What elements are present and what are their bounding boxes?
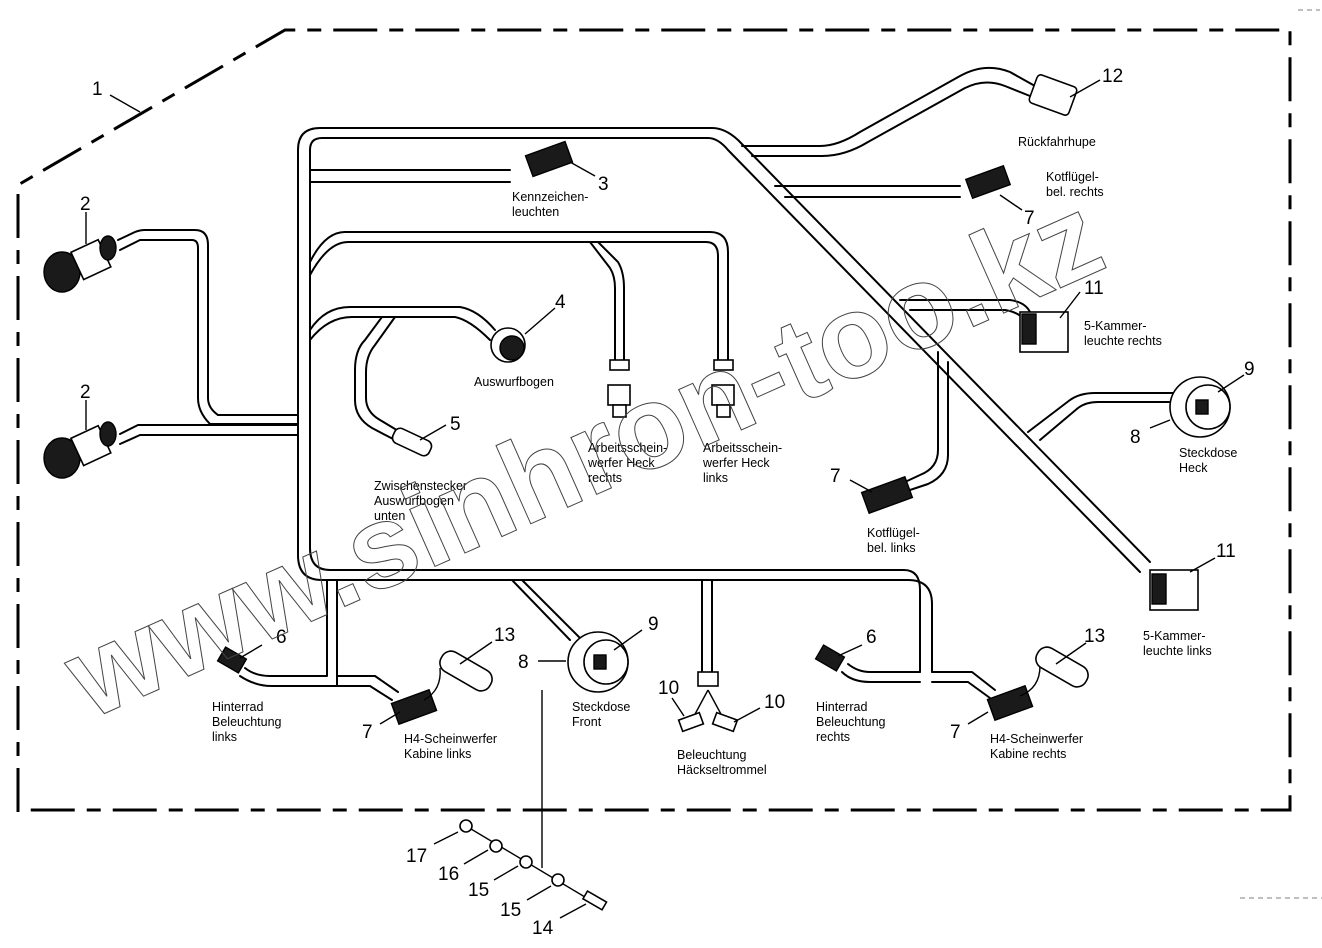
callout-9-heck: 9 [1244, 359, 1255, 380]
callout-5: 5 [450, 414, 461, 435]
connector-7-h4-links [390, 667, 441, 726]
callout-12: 12 [1102, 66, 1123, 87]
callout-10-left: 10 [658, 678, 679, 699]
callout-8-front: 8 [518, 652, 529, 673]
label-haeckseltrommel: Beleuchtung Häckseltrommel [677, 748, 767, 777]
callout-10-right: 10 [764, 692, 785, 713]
label-arbeitsscheinwerfer-rechts: Arbeitsschein- werfer Heck rechts [587, 441, 671, 485]
callout-16: 16 [438, 864, 459, 885]
socket-8-front [567, 631, 629, 693]
callout-7-h4-rechts: 7 [950, 722, 961, 743]
callout-8-heck: 8 [1130, 427, 1141, 448]
callout-7-h4-links: 7 [362, 722, 373, 743]
label-kennzeichenleuchten: Kennzeichen- leuchten [512, 190, 592, 219]
callout-3: 3 [598, 174, 609, 195]
connector-3-kennzeichen [524, 140, 574, 178]
harness-trunk [117, 66, 1181, 701]
connector-6-hinterrad-rechts [814, 644, 846, 672]
connector-7-h4-rechts [986, 665, 1041, 722]
connector-7-kotfluegel-rechts [964, 164, 1012, 200]
part-labels: Kennzeichen- leuchten Auswurfbogen Zwisc… [212, 135, 1241, 777]
connector-12-rueckfahrhupe [1028, 74, 1078, 116]
socket-8-heck [1169, 376, 1231, 438]
label-rueckfahrhupe: Rückfahrhupe [1018, 135, 1096, 149]
lamp-connector-11-links [1149, 569, 1199, 611]
callout-7-kotfluegel-links: 7 [830, 466, 841, 487]
label-5-kammer-rechts: 5-Kammer- leuchte rechts [1084, 319, 1162, 348]
plug-13-h4-rechts [1035, 646, 1089, 688]
callout-4: 4 [555, 292, 566, 313]
callout-15-b: 15 [500, 900, 521, 921]
callout-6-links: 6 [276, 627, 287, 648]
plug-arbeitsscheinwerfer-rechts [607, 359, 631, 418]
label-steckdose-front: Steckdose Front [572, 700, 634, 729]
plug-13-h4-links [439, 650, 493, 692]
connector-6-hinterrad-links [216, 646, 248, 674]
label-auswurfbogen: Auswurfbogen [474, 375, 554, 389]
callout-2-top: 2 [80, 194, 91, 215]
callout-11-links: 11 [1216, 541, 1236, 562]
callouts: 1 2 2 3 4 5 12 7 11 9 8 7 11 6 13 7 9 8 … [80, 66, 1255, 939]
assembly-boundary [16, 28, 1292, 812]
callout-9-front: 9 [648, 614, 659, 635]
callout-6-rechts: 6 [866, 627, 877, 648]
callout-13-rechts: 13 [1084, 626, 1105, 647]
callout-17: 17 [406, 846, 427, 867]
leader-1 [109, 94, 141, 113]
round-connector-2-bottom [43, 421, 117, 479]
connector-5-zwischenstecker [391, 427, 433, 457]
callout-1: 1 [92, 79, 103, 100]
label-arbeitsscheinwerfer-links: Arbeitsschein- werfer Heck links [702, 441, 786, 485]
corner-marks [1240, 9, 1322, 899]
connector-7-kotfluegel-links [860, 475, 914, 515]
label-h4-rechts: H4-Scheinwerfer Kabine rechts [990, 732, 1087, 761]
hardware-stack [459, 690, 608, 911]
leader-lines [85, 79, 1245, 919]
label-zwischenstecker: Zwischenstecker Auswurfbogen unten [374, 479, 471, 523]
label-steckdose-heck: Steckdose Heck [1179, 446, 1241, 475]
label-5-kammer-links: 5-Kammer- leuchte links [1143, 629, 1212, 658]
label-hinterrad-rechts: Hinterrad Beleuchtung rechts [816, 700, 889, 744]
label-kotfluegel-links: Kotflügel- bel. links [867, 526, 923, 555]
callout-7-kotfluegel-rechts: 7 [1024, 208, 1035, 229]
label-hinterrad-links: Hinterrad Beleuchtung links [212, 700, 285, 744]
callout-2-bottom: 2 [80, 382, 91, 403]
callout-11-rechts: 11 [1084, 278, 1104, 299]
callout-14: 14 [532, 918, 554, 939]
lamp-connector-11-rechts [1019, 311, 1069, 353]
connector-4-auswurfbogen [490, 327, 526, 363]
callout-13-links: 13 [494, 625, 515, 646]
callout-15-a: 15 [468, 880, 489, 901]
plug-arbeitsscheinwerfer-links [711, 359, 735, 418]
round-connector-2-top [43, 235, 117, 293]
label-kotfluegel-rechts: Kotflügel- bel. rechts [1046, 170, 1104, 199]
connectors-10-haeckseltrommel [677, 671, 739, 733]
label-h4-links: H4-Scheinwerfer Kabine links [404, 732, 501, 761]
